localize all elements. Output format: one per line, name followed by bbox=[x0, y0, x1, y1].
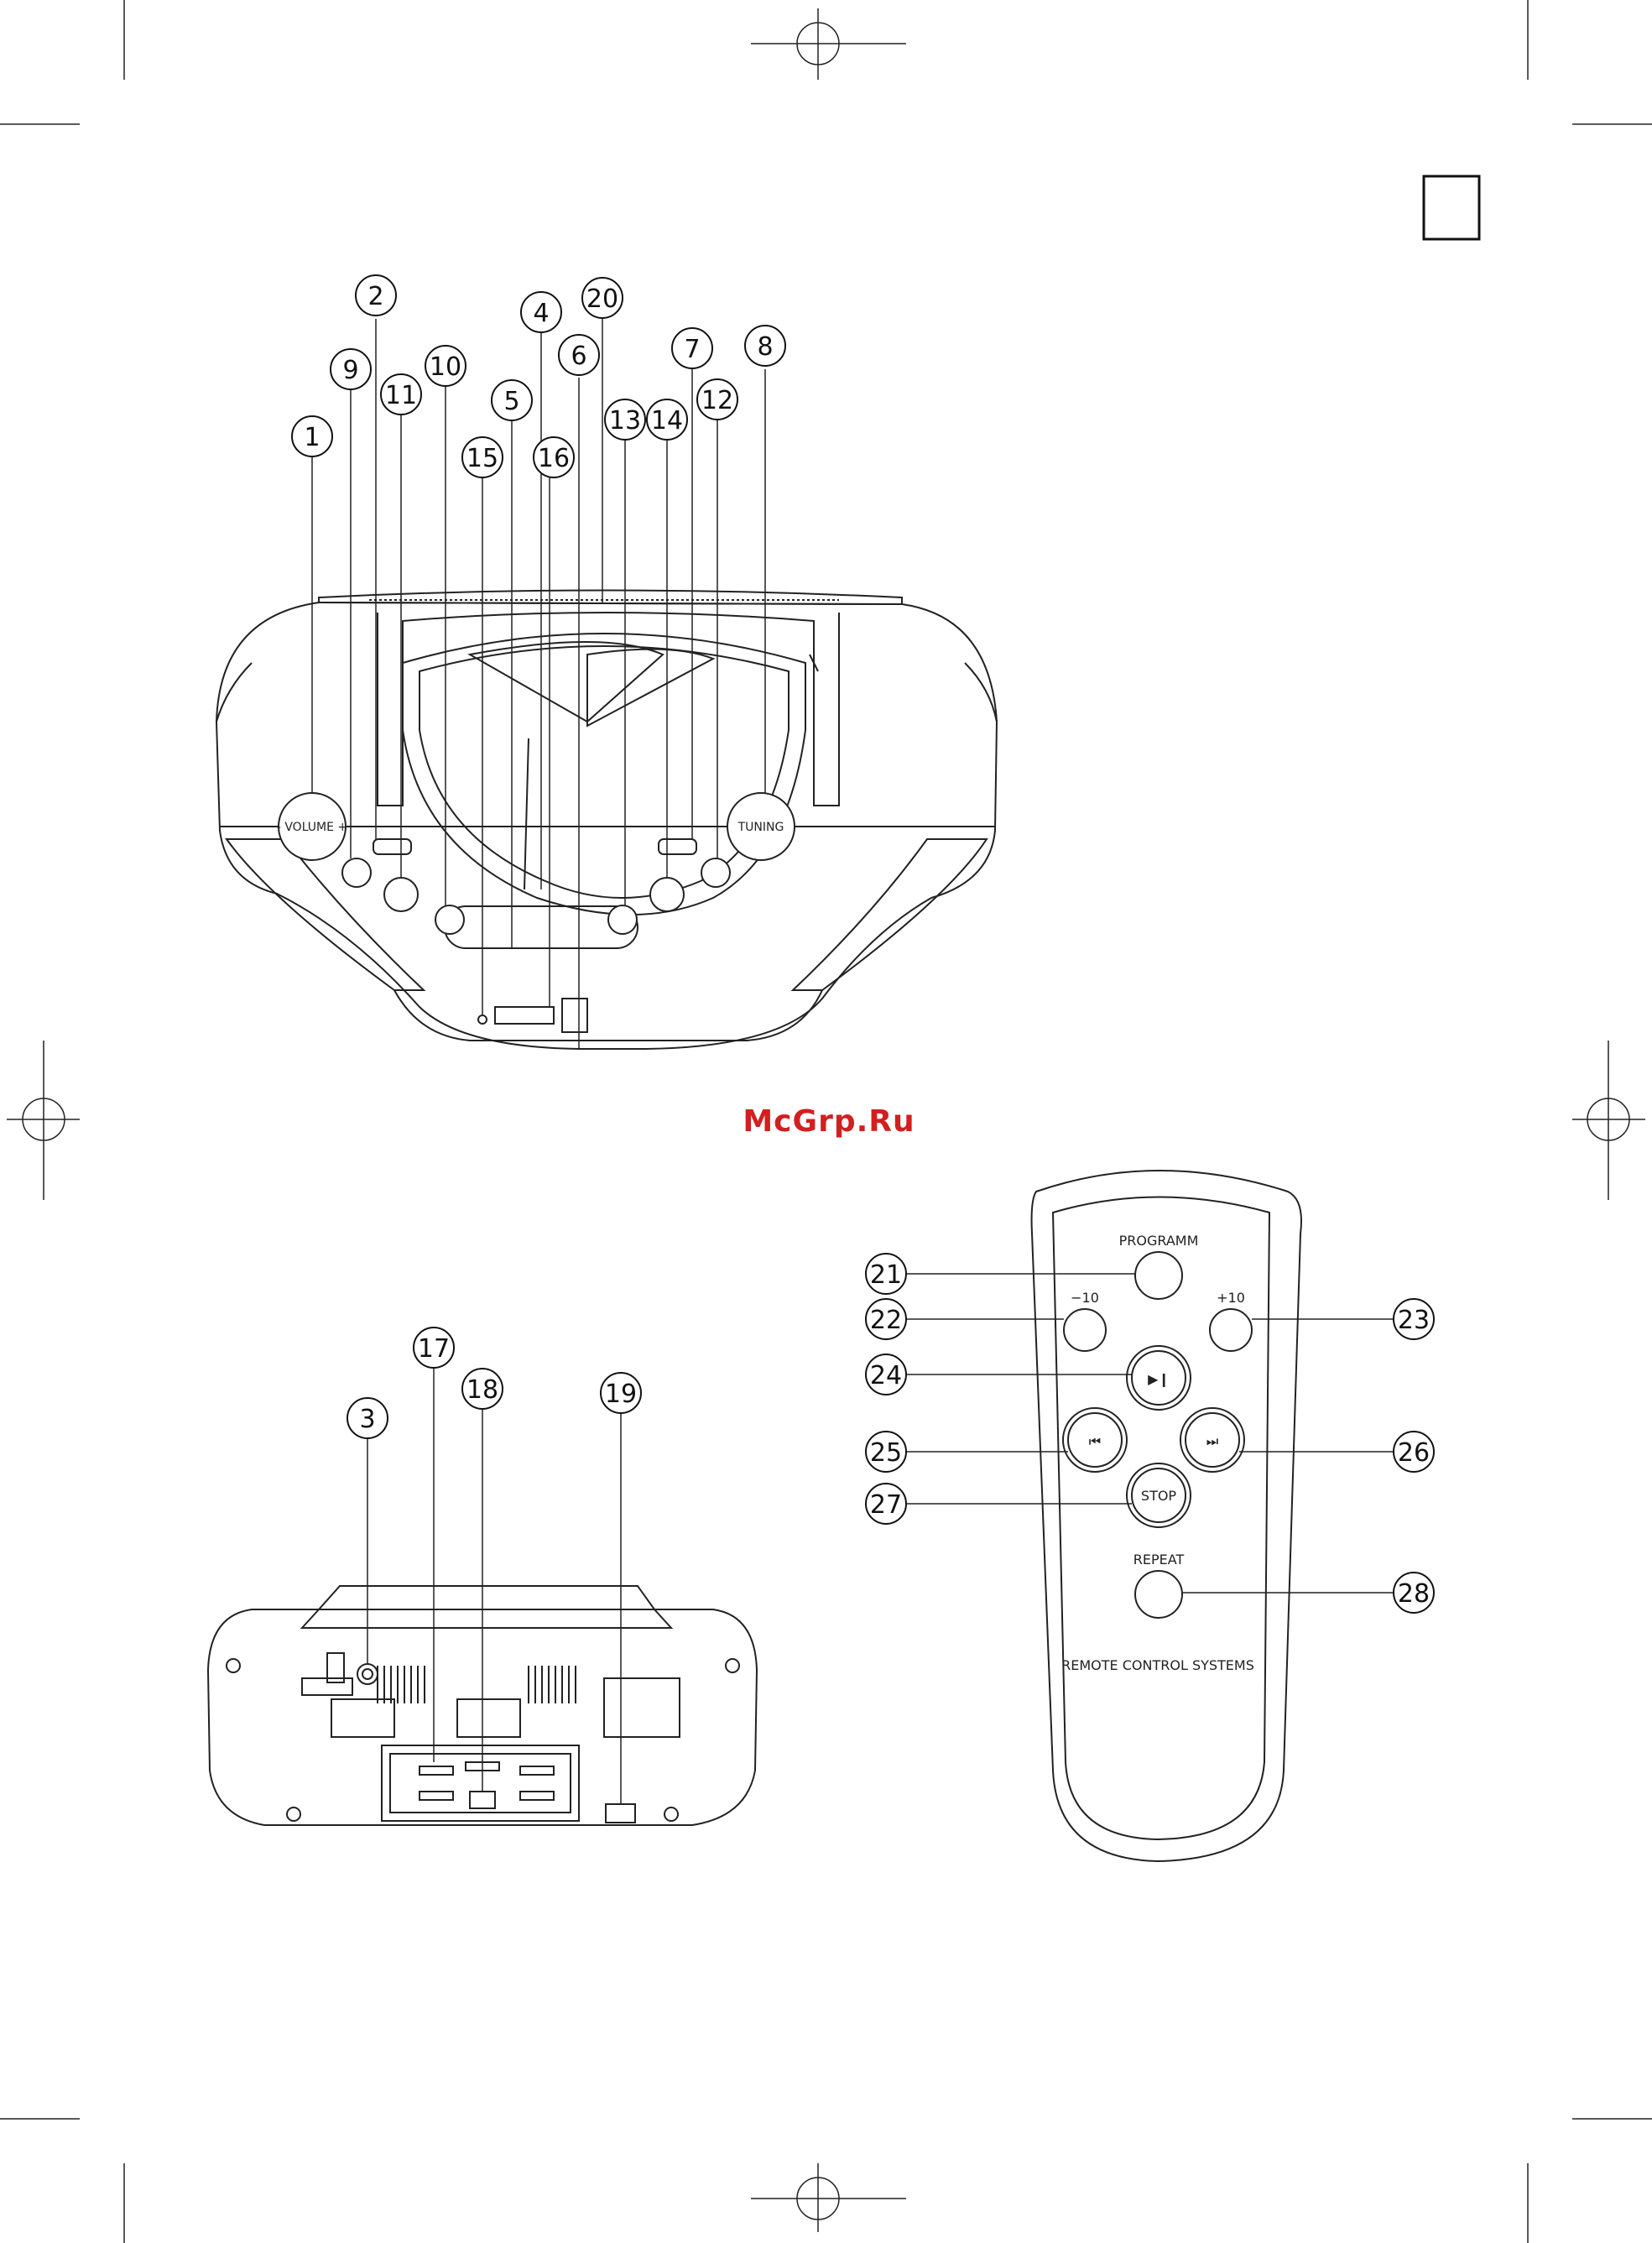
plus10-button bbox=[1210, 1309, 1252, 1351]
function-switch bbox=[659, 839, 696, 854]
callout-17: 17 bbox=[418, 1334, 450, 1364]
callout-7: 7 bbox=[684, 335, 700, 364]
language-box bbox=[1424, 176, 1479, 239]
callout-24: 24 bbox=[870, 1361, 902, 1390]
remote-brand-label: REMOTE CONTROL SYSTEMS bbox=[1061, 1657, 1254, 1673]
callout-18: 18 bbox=[466, 1375, 498, 1405]
callout-21: 21 bbox=[870, 1260, 902, 1290]
callout-2: 2 bbox=[367, 282, 383, 311]
play-pause-icon: ▶❙ bbox=[1148, 1371, 1170, 1387]
volume-label: - VOLUME + bbox=[277, 821, 347, 834]
repeat-button bbox=[1135, 1571, 1182, 1618]
stop-label: STOP bbox=[1141, 1488, 1177, 1504]
callout-22: 22 bbox=[870, 1306, 902, 1335]
front-callout-labels: 1 2 9 11 10 15 5 4 16 6 20 13 14 7 12 8 bbox=[304, 282, 773, 473]
callout-1: 1 bbox=[304, 423, 320, 452]
callout-12: 12 bbox=[701, 386, 733, 415]
callout-9: 9 bbox=[342, 356, 358, 385]
callout-20: 20 bbox=[586, 284, 618, 314]
minus10-button bbox=[1064, 1309, 1106, 1351]
callout-15: 15 bbox=[466, 444, 498, 473]
callout-10: 10 bbox=[430, 352, 461, 382]
callout-8: 8 bbox=[757, 332, 773, 362]
callout-11: 11 bbox=[385, 381, 417, 410]
remote-leader-lines bbox=[907, 1274, 1393, 1593]
callout-25: 25 bbox=[870, 1438, 902, 1468]
programm-label: PROGRAMM bbox=[1119, 1233, 1199, 1249]
rear-callout-labels: 3 17 18 19 bbox=[359, 1334, 637, 1434]
callout-4: 4 bbox=[533, 299, 549, 328]
callout-23: 23 bbox=[1398, 1306, 1430, 1335]
callout-19: 19 bbox=[605, 1380, 637, 1409]
repeat-label: REPEAT bbox=[1133, 1552, 1185, 1567]
watermark: McGrp.Ru bbox=[743, 1104, 915, 1139]
next-icon: ⏭ bbox=[1206, 1433, 1218, 1449]
callout-16: 16 bbox=[538, 444, 570, 473]
minus10-label: −10 bbox=[1071, 1290, 1099, 1306]
band-switch bbox=[373, 839, 411, 854]
callout-6: 6 bbox=[571, 342, 586, 371]
callout-26: 26 bbox=[1398, 1438, 1430, 1468]
callout-27: 27 bbox=[870, 1490, 902, 1520]
tuning-label: TUNING bbox=[737, 821, 784, 834]
callout-3: 3 bbox=[359, 1405, 375, 1434]
callout-28: 28 bbox=[1398, 1579, 1430, 1609]
callout-14: 14 bbox=[651, 406, 683, 436]
plus10-label: +10 bbox=[1217, 1290, 1245, 1306]
programm-button bbox=[1135, 1252, 1182, 1299]
front-leader-lines bbox=[312, 319, 765, 1049]
callout-5: 5 bbox=[503, 387, 519, 416]
callout-13: 13 bbox=[609, 406, 641, 436]
prev-icon: ⏮ bbox=[1089, 1433, 1101, 1449]
